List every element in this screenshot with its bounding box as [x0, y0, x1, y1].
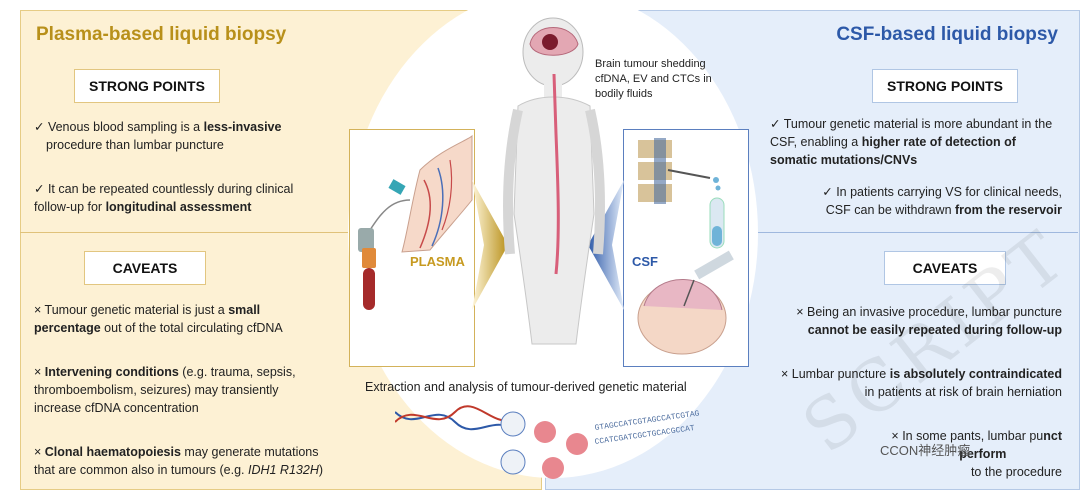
text-bold: cannot be easily repeated during follow-…	[807, 323, 1062, 337]
check-icon: ✓	[770, 117, 784, 131]
text-bold: longitudinal assessment	[105, 200, 252, 214]
text: procedure than lumbar puncture	[46, 138, 224, 152]
plasma-illustration-box: PLASMA	[349, 129, 475, 367]
cross-icon: ×	[780, 367, 792, 381]
circulating-tumour-cell-icon	[534, 421, 588, 479]
text-italic: IDH1 R132H	[247, 463, 319, 477]
csf-strong-points-label: STRONG POINTS	[872, 69, 1018, 103]
plasma-strong-point-1: ✓ Venous blood sampling is a less-invasi…	[34, 118, 324, 154]
text: Being an invasive procedure, lumbar punc…	[806, 305, 1062, 319]
csf-strong-point-1: ✓ Tumour genetic material is more abunda…	[770, 115, 1062, 169]
text: Lumbar puncture	[791, 367, 890, 381]
arm-blood-draw-illustration	[358, 134, 473, 310]
text-bold: small percentage	[34, 303, 261, 335]
text: to the procedure	[970, 465, 1062, 479]
plasma-strong-point-2: ✓ It can be repeated countlessly during …	[34, 180, 324, 216]
text-bold: less-invasive	[203, 120, 282, 134]
csf-caveats-label: CAVEATS	[884, 251, 1006, 285]
csf-title: CSF-based liquid biopsy	[836, 24, 1058, 45]
text-bold: perform	[959, 447, 1007, 461]
text-bold: Clonal haematopoiesis	[44, 445, 181, 459]
text: nts, lumbar pu	[964, 429, 1044, 443]
text-bold: Intervening conditions	[44, 365, 179, 379]
csf-caveat-3: × In some pants, lumbar punct perform to…	[776, 427, 1062, 481]
csf-strong-point-2: ✓ In patients carrying VS for clinical n…	[810, 183, 1062, 219]
extraction-caption: Extraction and analysis of tumour-derive…	[365, 380, 687, 394]
text: Tumour genetic material is more abundant…	[770, 117, 1053, 149]
brain-tumour-caption: Brain tumour shedding cfDNA, EV and CTCs…	[595, 58, 712, 100]
plasma-box-label: PLASMA	[410, 254, 465, 269]
text: Venous blood sampling is a	[47, 120, 204, 134]
dna-helix-icon	[395, 405, 516, 433]
text: in patients at risk of brain herniation	[864, 385, 1062, 399]
plasma-caveat-2: × Intervening conditions (e.g. trauma, s…	[34, 363, 324, 417]
csf-caveat-1: × Being an invasive procedure, lumbar pu…	[776, 303, 1062, 339]
cross-icon: ×	[891, 429, 903, 443]
cross-icon: ×	[34, 303, 45, 317]
csf-divider	[545, 232, 1078, 233]
vesicle-icon	[500, 411, 526, 475]
csf-illustration-box: CSF	[623, 129, 749, 367]
check-icon: ✓	[822, 185, 837, 199]
genetic-material-icons: GTAGCCATCGTAGCCATCGTAG CCATCGATCGCTGCACG…	[395, 405, 700, 479]
text: In patients carrying VS for clinical nee…	[825, 185, 1062, 217]
text: may generate mutations that are common a…	[34, 445, 319, 477]
cross-icon: ×	[34, 365, 45, 379]
text: In some pa	[902, 429, 965, 443]
text: out of the total circulating cfDNA	[100, 321, 283, 335]
csf-arrow-icon	[588, 180, 624, 310]
csf-box-label: CSF	[632, 254, 658, 269]
plasma-divider	[20, 232, 540, 233]
plasma-title: Plasma-based liquid biopsy	[36, 24, 287, 45]
cross-icon: ×	[796, 305, 807, 319]
human-body-illustration	[503, 17, 605, 345]
csf-caveat-2: × Lumbar puncture is absolutely contrain…	[770, 365, 1062, 401]
text: )	[318, 463, 324, 477]
lumbar-puncture-illustration	[637, 138, 734, 355]
check-icon: ✓	[34, 182, 48, 196]
text-bold: nct	[1043, 429, 1062, 443]
plasma-arrow-icon	[472, 180, 508, 310]
text: Tumour genetic material is just a	[44, 303, 229, 317]
plasma-caveats-label: CAVEATS	[84, 251, 206, 285]
text-bold: higher rate of detection of somatic muta…	[770, 135, 1016, 167]
plasma-strong-points-label: STRONG POINTS	[74, 69, 220, 103]
plasma-caveat-3: × Clonal haematopoiesis may generate mut…	[34, 443, 334, 479]
plasma-caveat-1: × Tumour genetic material is just a smal…	[34, 301, 324, 337]
text: (e.g. trauma, sepsis, thromboembolism, s…	[34, 365, 296, 415]
text-bold: is absolutely contraindicated	[889, 367, 1062, 381]
cross-icon: ×	[34, 445, 45, 459]
wechat-watermark: CCON神经肿瘤	[880, 443, 971, 458]
text-bold: from the reservoir	[955, 203, 1062, 217]
text: It can be repeated countlessly during cl…	[34, 182, 294, 214]
check-icon: ✓	[34, 120, 48, 134]
